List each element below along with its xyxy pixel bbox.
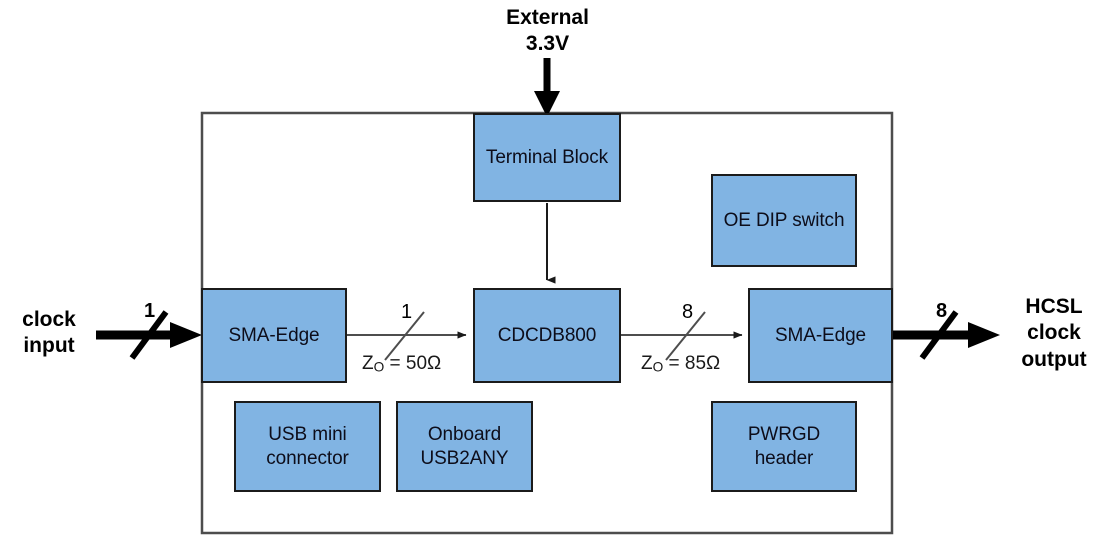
- arrowhead-hcsl-output: [968, 322, 1000, 348]
- block-onboard-usb2any[interactable]: Onboard USB2ANY: [396, 401, 533, 492]
- bus-width-clock-input: 1: [144, 300, 156, 322]
- block-sma-edge-input[interactable]: SMA-Edge: [201, 288, 347, 383]
- impedance-input-value: = 50Ω: [384, 353, 442, 374]
- block-oe-dip-switch[interactable]: OE DIP switch: [711, 174, 857, 267]
- bus-slash-sma-to-cdcdb800: [384, 311, 425, 361]
- block-terminal-block[interactable]: Terminal Block: [473, 113, 621, 202]
- block-onboard-usb2any-label: Onboard USB2ANY: [420, 424, 509, 469]
- bus-width-cdcdb800-to-sma: 8: [682, 301, 694, 323]
- impedance-input-subscript: O: [373, 359, 385, 375]
- impedance-input-z: Z: [362, 353, 374, 374]
- impedance-output-value: = 85Ω: [663, 353, 721, 374]
- impedance-label-output-trace: ZO = 85Ω: [641, 353, 720, 375]
- block-sma-edge-input-label: SMA-Edge: [228, 324, 320, 346]
- impedance-output-z: Z: [641, 353, 653, 374]
- impedance-label-input-trace: ZO = 50Ω: [362, 353, 441, 375]
- hcsl-clock-output-label: HCSL clock output: [1021, 295, 1087, 371]
- bus-width-sma-to-cdcdb800: 1: [401, 301, 413, 323]
- arrowhead-external-supply: [534, 91, 560, 117]
- block-usb-mini-connector[interactable]: USB mini connector: [234, 401, 381, 492]
- block-sma-edge-output-label: SMA-Edge: [774, 324, 867, 346]
- clock-input-label: clock input: [22, 308, 76, 358]
- bus-slash-clock-input: [129, 310, 169, 360]
- block-pwrgd-header[interactable]: PWRGD header: [711, 401, 857, 492]
- block-oe-dip-switch-label: OE DIP switch: [723, 209, 845, 231]
- block-cdcdb800[interactable]: CDCDB800: [473, 288, 621, 383]
- block-terminal-block-label: Terminal Block: [485, 146, 609, 168]
- block-sma-edge-output[interactable]: SMA-Edge: [748, 288, 893, 383]
- external-supply-label: External 3.3V: [506, 6, 589, 56]
- block-pwrgd-header-label: PWRGD header: [747, 424, 821, 469]
- bus-slash-cdcdb800-to-sma: [665, 311, 706, 361]
- block-cdcdb800-label: CDCDB800: [497, 324, 597, 346]
- arrowhead-clock-input: [170, 322, 202, 348]
- impedance-output-subscript: O: [652, 359, 664, 375]
- bus-width-hcsl-output: 8: [936, 300, 948, 322]
- block-usb-mini-connector-label: USB mini connector: [266, 424, 349, 469]
- bus-slash-hcsl-output: [919, 310, 959, 360]
